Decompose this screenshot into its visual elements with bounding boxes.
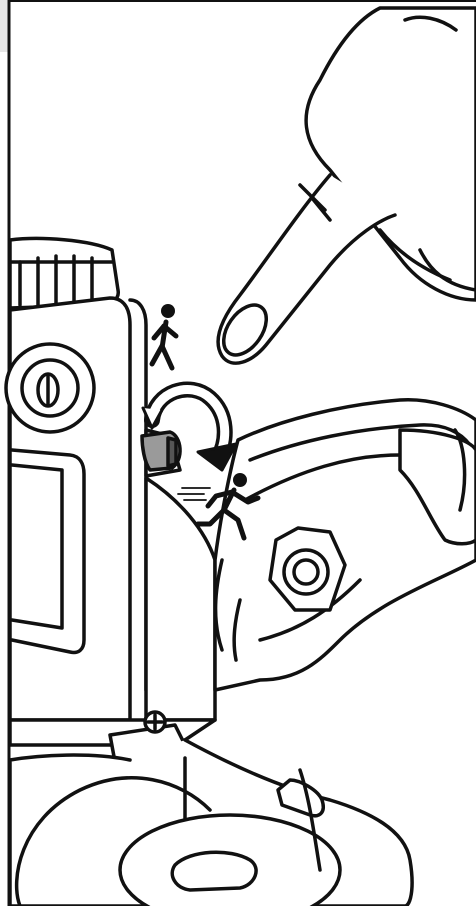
screw-boss [6, 344, 94, 432]
walking-person-icon [152, 304, 176, 368]
speed-lines [178, 488, 210, 500]
pointing-hand [215, 8, 476, 363]
speed-selector[interactable] [142, 430, 180, 476]
tool-base [10, 712, 412, 906]
